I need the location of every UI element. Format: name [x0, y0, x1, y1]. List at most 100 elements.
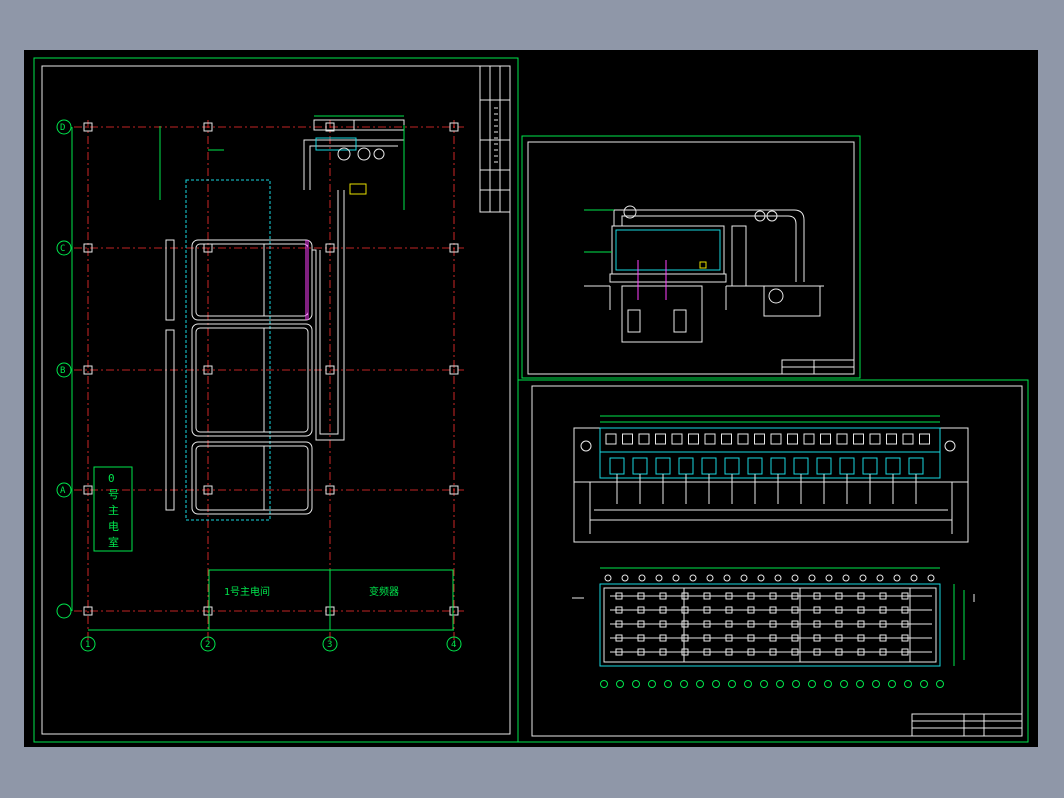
plan-unit	[901, 592, 909, 600]
plan-unit	[813, 648, 821, 656]
row-axis-d: D	[56, 119, 72, 135]
column	[203, 365, 213, 375]
column	[83, 365, 93, 375]
plan-unit	[747, 606, 755, 614]
column	[449, 606, 459, 616]
column	[449, 485, 459, 495]
col-axis-bubbles: 1 2 3 4	[80, 636, 462, 652]
plan-unit	[725, 648, 733, 656]
col-axis-3: 3	[322, 636, 338, 652]
elevation-window	[671, 433, 683, 445]
plan-axis-bubble	[760, 680, 768, 688]
column	[325, 485, 335, 495]
column	[325, 365, 335, 375]
elevation-window	[853, 433, 864, 445]
right-top-sheet	[521, 135, 861, 379]
svg-text:C: C	[60, 244, 65, 254]
elevation-unit	[862, 457, 878, 475]
elevation-unit	[839, 457, 855, 475]
elevation-window	[721, 433, 732, 445]
elevation-view	[573, 415, 969, 543]
cad-drawing: D C B A 1 2 3 4 0 号 主 电 室 1号主电间 变频器	[33, 57, 1029, 743]
left-sheet-inner-frame	[41, 65, 511, 735]
svg-text:A: A	[60, 486, 66, 496]
svg-text:主: 主	[108, 504, 119, 517]
elevation-unit	[908, 457, 924, 475]
plan-unit	[879, 620, 887, 628]
column	[449, 365, 459, 375]
right-bottom-title-block	[911, 713, 1023, 737]
svg-text:号: 号	[108, 488, 119, 501]
right-bottom-sheet	[517, 379, 1029, 743]
plan-unit	[681, 592, 689, 600]
plan-unit	[659, 620, 667, 628]
plan-unit	[791, 648, 799, 656]
plan-unit	[703, 634, 711, 642]
plan-unit	[637, 606, 645, 614]
elevation-unit	[793, 457, 809, 475]
elevation-unit	[724, 457, 740, 475]
plan-unit	[747, 592, 755, 600]
plan-axis-bubble	[840, 680, 848, 688]
plan-unit	[901, 634, 909, 642]
row-axis-b: B	[56, 362, 72, 378]
axis-grid	[71, 120, 464, 640]
plan-top-marker	[893, 574, 901, 582]
elevation-window	[605, 433, 617, 445]
structural-columns	[83, 122, 459, 616]
col-axis-1: 1	[80, 636, 96, 652]
plan-axis-bubble	[792, 680, 800, 688]
svg-text:1: 1	[85, 640, 90, 650]
plan-axis-bubble	[728, 680, 736, 688]
plan-unit	[857, 634, 865, 642]
plan-unit	[659, 634, 667, 642]
column	[203, 485, 213, 495]
column	[449, 122, 459, 132]
elevation-window	[704, 433, 716, 445]
plan-unit	[681, 648, 689, 656]
elevation-window	[787, 433, 798, 445]
elevation-window	[754, 433, 765, 445]
plan-axis-bubble	[664, 680, 672, 688]
section-view	[584, 205, 824, 343]
plan-unit	[901, 648, 909, 656]
plan-top-marker	[774, 574, 782, 582]
elevation-window	[836, 433, 848, 445]
plan-unit	[615, 648, 623, 656]
plan-top-marker	[689, 574, 697, 582]
plan-unit	[813, 620, 821, 628]
plan-unit	[769, 620, 777, 628]
duct-network	[159, 115, 405, 515]
elevation-window	[655, 433, 666, 445]
elevation-unit	[632, 457, 648, 475]
cad-drawing-canvas: D C B A 1 2 3 4 0 号 主 电 室 1号主电间 变频器	[24, 50, 1038, 747]
plan-top-marker	[723, 574, 731, 582]
plan-unit	[769, 592, 777, 600]
elevation-unit	[678, 457, 694, 475]
plan-unit	[879, 592, 887, 600]
elevation-unit	[655, 457, 671, 475]
svg-text:0: 0	[108, 472, 115, 485]
plan-unit	[637, 634, 645, 642]
elevation-unit	[701, 457, 717, 475]
plan-unit	[747, 620, 755, 628]
plan-unit	[637, 648, 645, 656]
column	[203, 606, 213, 616]
plan-top-marker	[638, 574, 646, 582]
plan-top-marker	[859, 574, 867, 582]
svg-text:4: 4	[451, 640, 456, 650]
plan-axis-bubble	[616, 680, 624, 688]
plan-unit	[835, 620, 843, 628]
plan-top-marker	[910, 574, 918, 582]
plan-unit	[725, 634, 733, 642]
plan-unit	[703, 592, 711, 600]
plan-axis-bubble	[744, 680, 752, 688]
row-axis-a: A	[56, 482, 72, 498]
plan-unit	[615, 606, 623, 614]
column	[203, 122, 213, 132]
column	[83, 243, 93, 253]
plan-top-marker	[604, 574, 612, 582]
elevation-window	[622, 433, 633, 445]
plan-top-marker	[655, 574, 663, 582]
plan-unit	[615, 620, 623, 628]
